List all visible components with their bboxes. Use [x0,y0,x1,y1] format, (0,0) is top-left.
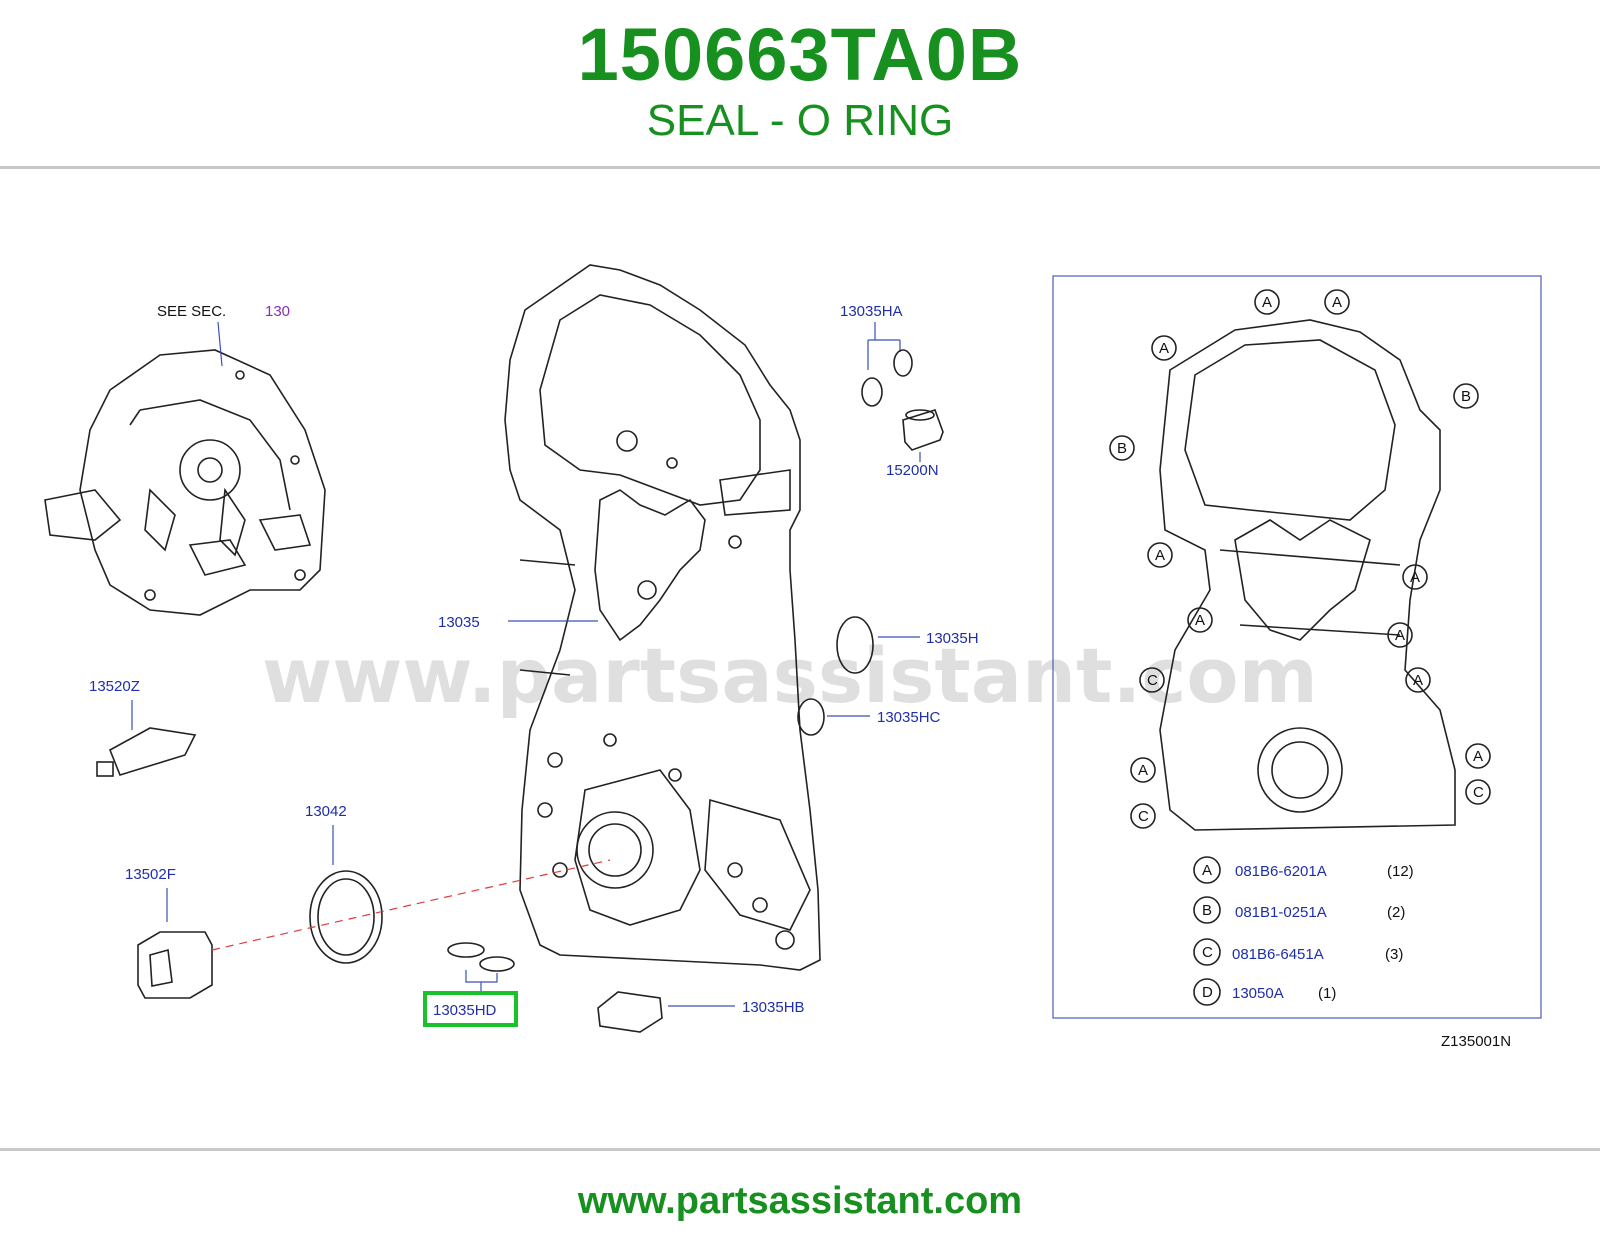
svg-text:A: A [1155,547,1165,564]
bolt-location-inset [1052,275,1542,1019]
o-ring-13035HD-drawing[interactable] [447,942,515,972]
callout-13035HB[interactable]: 13035HB [742,999,805,1016]
sealant-tube-13520Z-drawing[interactable] [96,727,197,777]
oil-seal-13042-drawing[interactable] [309,870,383,964]
svg-text:A: A [1159,340,1169,357]
svg-text:A: A [1262,294,1272,311]
callout-13035HC[interactable]: 13035HC [877,709,941,726]
svg-text:D: D [1202,984,1213,1001]
bolt-marker-a [1324,289,1350,315]
footer-url-link[interactable]: www.partsassistant.com [577,1180,1023,1222]
callout-13035HD[interactable]: 13035HD [433,1002,497,1019]
bolt-marker-a [1387,622,1413,648]
callout-13035H[interactable]: 13035H [926,630,979,647]
footer-divider [0,1148,1600,1151]
legend-qty: (1) [1318,985,1336,1002]
o-ring-13035HC-drawing[interactable] [797,698,825,736]
svg-text:A: A [1332,294,1342,311]
sensor-15200N-drawing[interactable] [902,409,944,451]
see-sec-label: SEE SEC. [157,303,226,320]
legend-qty: (12) [1387,863,1414,880]
see-sec-reference[interactable]: 130 [265,303,290,320]
bolt-marker-a [1130,757,1156,783]
legend-key-marker [1193,978,1221,1006]
highlight-box[interactable] [423,991,518,1027]
svg-text:A: A [1413,672,1423,689]
svg-text:C: C [1138,808,1149,825]
bolt-marker-b [1453,383,1479,409]
svg-text:A: A [1395,627,1405,644]
o-ring-13035HA-drawing[interactable] [861,349,913,407]
bolt-marker-c [1139,667,1165,693]
o-ring-13035H-drawing[interactable] [836,616,874,674]
part-number-title: 150663TA0B [577,13,1023,96]
bolt-marker-c [1130,803,1156,829]
svg-text:B: B [1461,388,1471,405]
svg-text:A: A [1195,612,1205,629]
callout-13502F[interactable]: 13502F [125,866,176,883]
timing-chain-assembly-drawing[interactable] [44,349,326,616]
svg-text:A: A [1410,569,1420,586]
bolt-marker-a [1405,667,1431,693]
bolt-marker-a [1254,289,1280,315]
callout-13035HA[interactable]: 13035HA [840,303,903,320]
legend-part-number[interactable]: 081B6-6201A [1235,863,1327,880]
bolt-marker-a [1465,743,1491,769]
svg-text:C: C [1202,944,1213,961]
legend-qty: (3) [1385,946,1403,963]
legend-key-marker [1193,896,1221,924]
legend-part-number[interactable]: 081B1-0251A [1235,904,1327,921]
callout-13520Z[interactable]: 13520Z [89,678,140,695]
legend-key-marker [1193,938,1221,966]
figure-code: Z135001N [1441,1033,1511,1050]
bolt-marker-a [1151,335,1177,361]
callout-15200N[interactable]: 15200N [886,462,939,479]
bolt-legend: A 081B6-6201A (12) B 081B1-0251A (2) C 0… [1193,856,1414,1006]
inset-cover-drawing [1159,319,1456,831]
svg-text:B: B [1117,440,1127,457]
alignment-dashed-line [211,859,611,951]
gasket-13035HB-drawing[interactable] [597,991,663,1033]
legend-qty: (2) [1387,904,1405,921]
bolt-marker-c [1465,779,1491,805]
parts-diagram: www.partsassistant.com SEE SEC. 130 [44,264,1542,1050]
header: 150663TA0B SEAL - O RING [0,0,1600,168]
svg-text:C: C [1473,784,1484,801]
svg-text:B: B [1202,902,1212,919]
header-divider [0,166,1600,169]
svg-text:C: C [1147,672,1158,689]
watermark-text: www.partsassistant.com [262,631,1318,720]
callout-13042[interactable]: 13042 [305,803,347,820]
bolt-marker-a [1402,564,1428,590]
svg-text:A: A [1138,762,1148,779]
legend-key-marker [1193,856,1221,884]
legend-part-number[interactable]: 13050A [1232,985,1284,1002]
part-description: SEAL - O RING [646,96,954,145]
callout-13035[interactable]: 13035 [438,614,480,631]
bolt-marker-b [1109,435,1135,461]
bolt-marker-a [1187,607,1213,633]
front-cover-13035-drawing[interactable] [504,264,821,971]
svg-text:A: A [1473,748,1483,765]
bolt-marker-a [1147,542,1173,568]
bolt-markers: A A A B B A A A A A C A A C C [1109,289,1491,829]
legend-part-number[interactable]: 081B6-6451A [1232,946,1324,963]
svg-text:A: A [1202,862,1212,879]
spacer-13502F-drawing[interactable] [137,931,213,999]
